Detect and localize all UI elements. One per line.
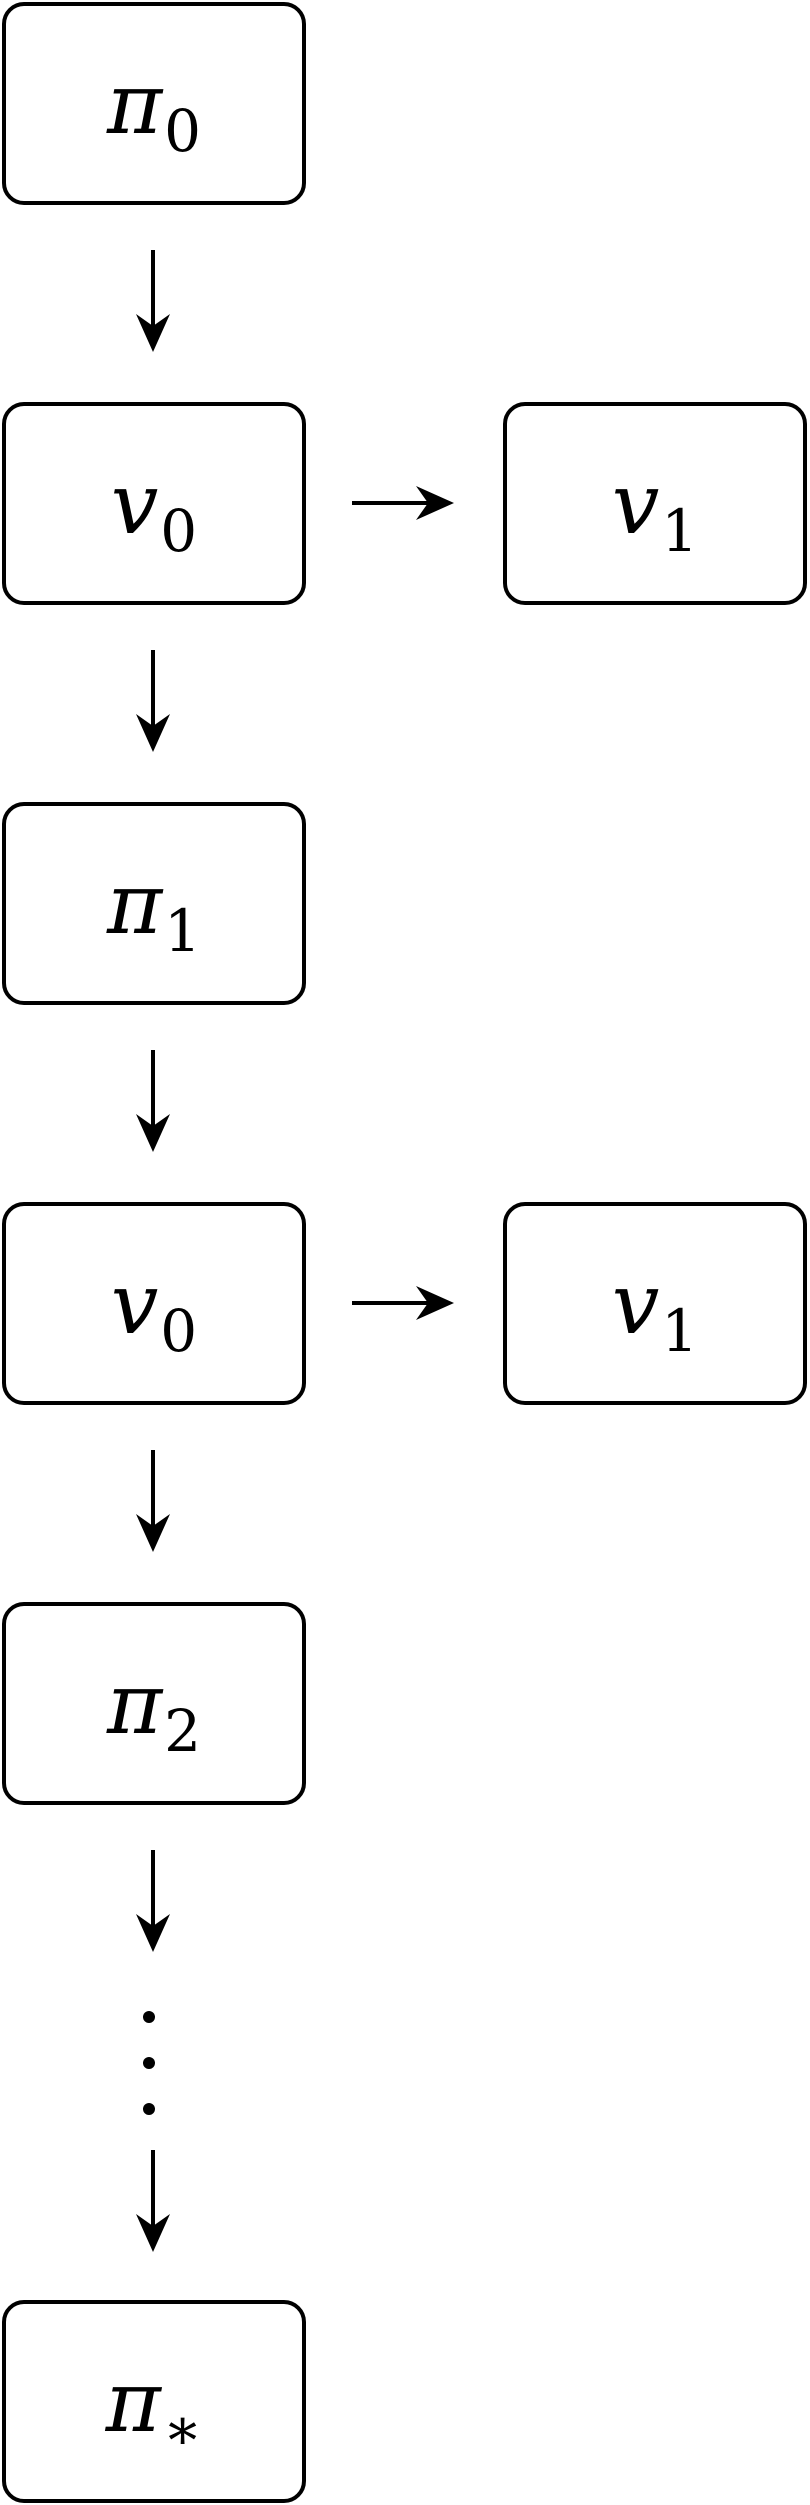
node-subscript: 1 bbox=[164, 896, 202, 965]
node-subscript: 2 bbox=[164, 1696, 202, 1765]
arrow-down-icon bbox=[136, 2150, 170, 2252]
arrow-down-icon bbox=[136, 250, 170, 352]
node-subscript: ∗ bbox=[162, 2394, 203, 2463]
node-symbol: π bbox=[106, 1654, 163, 1753]
node-subscript: 1 bbox=[661, 1296, 699, 1365]
node-symbol: v bbox=[611, 1254, 660, 1353]
vertical-ellipsis-icon bbox=[143, 2011, 155, 2115]
arrow-down-icon bbox=[136, 1050, 170, 1152]
node-subscript: 0 bbox=[160, 496, 198, 565]
node-subscript: 1 bbox=[661, 496, 699, 565]
node-symbol: v bbox=[110, 1254, 159, 1353]
arrow-down-icon bbox=[136, 650, 170, 752]
node-symbol: v bbox=[110, 454, 159, 553]
node-subscript: 0 bbox=[160, 1296, 198, 1365]
node-symbol: π bbox=[105, 2352, 161, 2451]
arrow-right-icon bbox=[352, 1286, 454, 1320]
node-symbol: π bbox=[106, 854, 163, 953]
node-symbol: π bbox=[106, 54, 163, 153]
arrow-down-icon bbox=[136, 1450, 170, 1552]
node-symbol: v bbox=[611, 454, 660, 553]
node-label: π∗ bbox=[105, 2352, 203, 2458]
arrow-right-icon bbox=[352, 486, 454, 520]
arrow-down-icon bbox=[136, 1850, 170, 1952]
node-pi-star: π∗ bbox=[2, 2300, 306, 2503]
node-subscript: 0 bbox=[164, 96, 202, 165]
